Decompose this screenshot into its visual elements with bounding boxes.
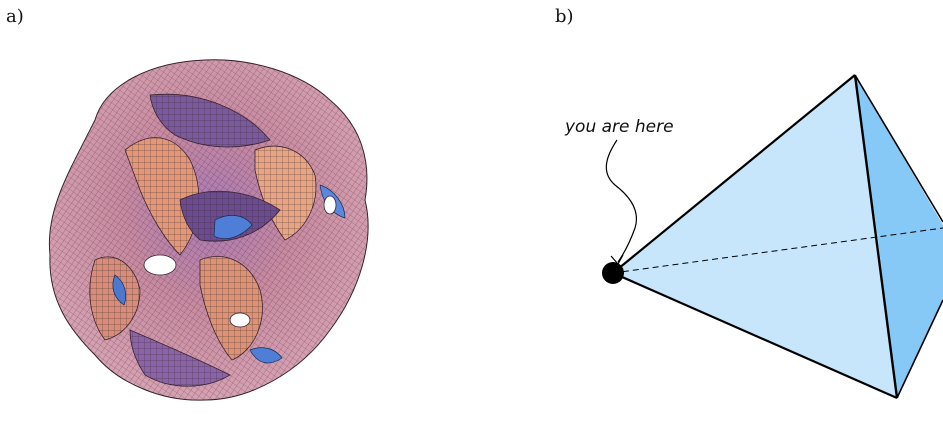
tetra-edge-right-top [854,74,943,223]
tetra-side-face [855,75,943,398]
annotation-text: you are here [564,117,674,137]
surface-hole-2 [229,312,251,328]
tetra-edge-bottom [612,271,898,400]
panel-a-label: a) [6,6,24,27]
surface-hole-1 [143,254,177,276]
surface-blue-1 [213,215,253,239]
panel-b-label: b) [555,6,574,27]
surface-blue-4 [249,347,283,364]
surface-hole-3 [323,195,337,215]
surface-blue-3 [112,274,127,306]
you-are-here-dot [602,262,624,284]
tetra-edge-hidden [612,227,943,274]
tetra-edge-top [612,74,856,274]
annotation-arrow [605,139,637,263]
tetra-front-face [613,75,897,398]
arrow-head [610,254,624,266]
annotation: you are here [564,117,674,266]
tetrahedron [602,74,943,400]
tetra-edge-front [853,74,899,399]
tetra-edge-right-bottom [896,299,943,399]
mesh-surface [48,59,369,401]
